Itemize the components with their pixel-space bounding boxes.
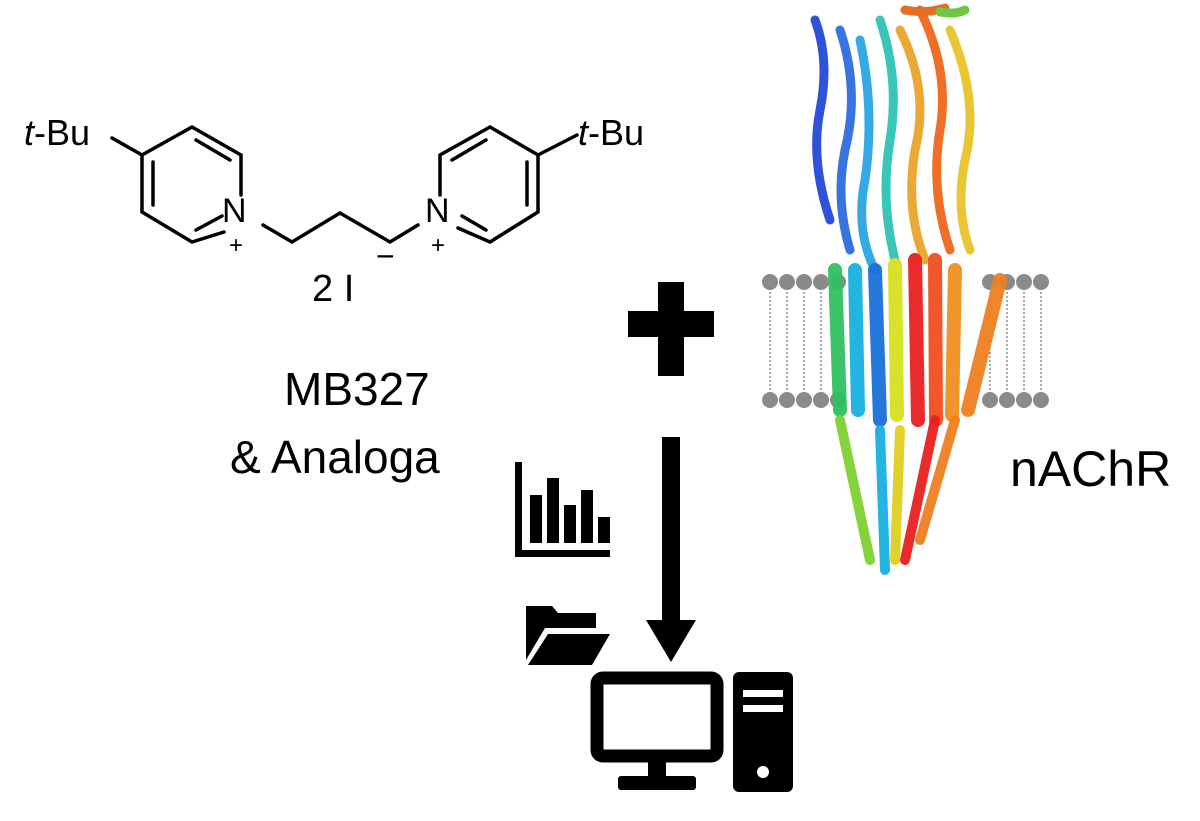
arrow-down-icon [646,437,696,662]
computer-icon [590,671,793,792]
charge-left: + [229,232,244,259]
atom-n-right: N [425,192,450,230]
substituent-left-label: t-Bu [24,112,90,154]
folder-icon [526,606,610,665]
atom-n-left: N [222,192,247,230]
lipid-membrane [762,274,1049,408]
charge-right: + [431,232,446,259]
counterion-charge: − [376,238,395,274]
substituent-right-text: t-Bu [578,112,645,153]
substituent-left-text: t-Bu [24,112,91,153]
compound-name-suffix: & Analoga [230,431,440,483]
substituent-right-label: t-Bu [578,112,644,154]
bar-chart-icon [515,462,610,557]
protein-label: nAChR [1010,441,1172,497]
molecule-structure [110,124,579,245]
compound-name: MB327 [284,363,430,415]
plus-icon [628,282,714,376]
counterion-label: 2 I [312,268,355,310]
nachr-protein-illustration [762,3,1049,575]
